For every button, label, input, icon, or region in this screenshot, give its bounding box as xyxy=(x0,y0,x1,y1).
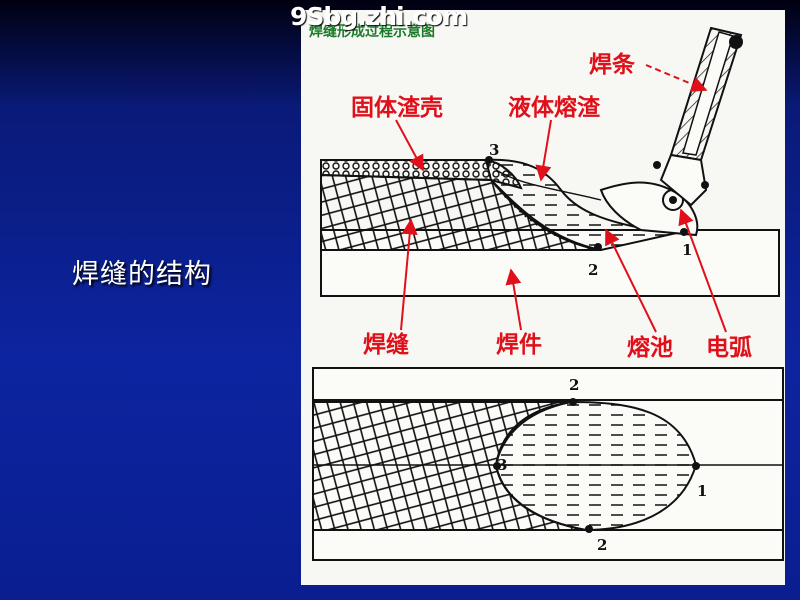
marker-2-upper: 2 xyxy=(569,376,579,394)
label-arc: 电弧 xyxy=(706,334,752,361)
marker-1-bottom: 1 xyxy=(697,482,707,500)
diagram-svg: 焊缝形成过程示意图 3 2 1 2 2 3 1 焊条 固体渣壳 xyxy=(309,23,784,561)
label-weld: 焊缝 xyxy=(363,331,409,358)
marker-3-bottom: 3 xyxy=(497,456,507,474)
marker-2-lower: 2 xyxy=(597,536,607,554)
marker-2-top: 2 xyxy=(588,261,598,279)
weld-formation-diagram: 焊缝形成过程示意图 3 2 1 2 2 3 1 焊条 固体渣壳 xyxy=(301,10,785,585)
electrode-rod xyxy=(653,26,743,207)
label-solid-slag: 固体渣壳 xyxy=(351,94,443,121)
label-liquid-slag: 液体熔渣 xyxy=(508,94,601,121)
label-electrode: 焊条 xyxy=(589,51,635,78)
label-molten-pool: 熔池 xyxy=(627,334,673,361)
marker-1-top: 1 xyxy=(682,241,692,259)
marker-3-top: 3 xyxy=(489,141,499,159)
label-workpiece: 焊件 xyxy=(496,332,542,358)
watermark: 9Sbg.zhi.com xyxy=(290,2,468,31)
figure-caption: 焊缝形成过程示意图 xyxy=(309,23,435,40)
slide-title: 焊缝的结构 xyxy=(72,259,212,290)
